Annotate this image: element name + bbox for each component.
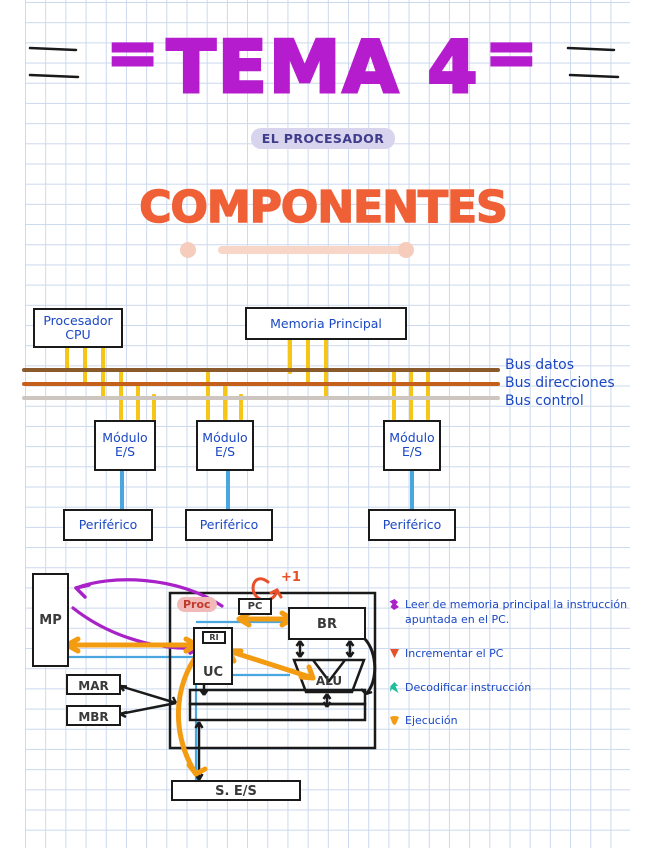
divider-bar (218, 246, 408, 254)
block-periferico-2[interactable]: Periférico (185, 509, 273, 541)
block-modulo-es-1[interactable]: Módulo E/S (94, 420, 156, 471)
bus-stub (288, 338, 292, 374)
legend-marker-icon (390, 716, 399, 725)
block-br[interactable]: BR (288, 607, 366, 640)
peripheral-cable (410, 470, 414, 510)
section-title: COMPONENTES (138, 181, 508, 234)
legend-item-execute: Ejecución (389, 714, 637, 729)
block-mar[interactable]: MAR (66, 674, 121, 695)
bus-stub (119, 368, 123, 420)
title-text: TEMA 4 (165, 25, 480, 109)
legend-text: Incrementar el PC (405, 647, 504, 660)
block-label: RI (209, 633, 219, 642)
peripheral-cable (226, 470, 230, 510)
divider-dot-left (180, 242, 196, 258)
increment-annotation: +1 (281, 570, 301, 585)
bus-stub (206, 368, 210, 420)
block-label: Módulo E/S (389, 430, 435, 460)
block-label: PC (247, 601, 263, 612)
block-label: Procesador CPU (43, 313, 113, 343)
block-label: Módulo E/S (202, 430, 248, 460)
block-label: UC (202, 665, 224, 680)
block-label: Periférico (78, 517, 138, 532)
legend-marker-icon (390, 682, 399, 693)
bus-line-datos (22, 368, 500, 372)
bus-stub (426, 368, 430, 420)
peripheral-cable (120, 470, 124, 510)
block-procesador-cpu[interactable]: Procesador CPU (33, 308, 123, 348)
bus-stub (83, 340, 87, 384)
block-label: Memoria Principal (270, 316, 382, 331)
block-ri[interactable]: RI (202, 631, 226, 644)
block-label: BR (317, 617, 337, 632)
legend-text: Leer de memoria principal la instrucción… (405, 598, 628, 626)
block-memoria-principal[interactable]: Memoria Principal (245, 307, 407, 340)
block-label: MP (39, 613, 62, 628)
bus-stub (239, 394, 243, 420)
bus-stub (65, 340, 69, 372)
legend-text: Decodificar instrucción (405, 681, 532, 694)
block-label: Periférico (199, 517, 259, 532)
legend-text: Ejecución (405, 714, 458, 727)
bus-stub (152, 394, 156, 420)
bus-stub (306, 338, 310, 386)
legend-item-increment: Incrementar el PC (389, 647, 637, 662)
bus-label-control: Bus control (505, 393, 584, 409)
block-pc[interactable]: PC (238, 598, 272, 615)
block-ses[interactable]: S. E/S (171, 780, 301, 801)
bus-label-datos: Bus datos (505, 357, 575, 373)
bus-stub (392, 368, 396, 420)
legend-item-fetch: Leer de memoria principal la instrucción… (389, 598, 637, 628)
bus-line-direcciones (22, 382, 500, 386)
title-left-decoration: = (105, 16, 161, 89)
legend-marker-icon (389, 599, 399, 610)
block-modulo-es-3[interactable]: Módulo E/S (383, 420, 441, 471)
legend-item-decode: Decodificar instrucción (389, 681, 637, 696)
block-label: S. E/S (215, 784, 257, 799)
block-label: Periférico (382, 517, 442, 532)
bus-stub (136, 382, 140, 420)
block-mp[interactable]: MP (32, 573, 69, 667)
block-periferico-1[interactable]: Periférico (63, 509, 153, 541)
page-title: =TEMA 4= (0, 16, 646, 105)
bus-stub (223, 382, 227, 420)
block-periferico-3[interactable]: Periférico (368, 509, 456, 541)
block-label: MBR (78, 710, 109, 724)
proc-tag: Proc (177, 597, 217, 612)
page-left-margin (0, 0, 25, 848)
bus-line-control (22, 396, 500, 400)
block-modulo-es-2[interactable]: Módulo E/S (196, 420, 254, 471)
subtitle-text: EL PROCESADOR (250, 128, 396, 149)
subtitle-badge: EL PROCESADOR (0, 128, 646, 149)
block-mbr[interactable]: MBR (66, 705, 121, 726)
bus-stub (409, 368, 413, 420)
block-label: MAR (78, 679, 109, 693)
block-label: Módulo E/S (102, 430, 148, 460)
section-divider (0, 240, 646, 264)
divider-dot-right (398, 242, 414, 258)
title-right-decoration: = (484, 16, 540, 89)
bus-label-direcciones: Bus direcciones (505, 375, 615, 391)
legend-marker-icon (390, 649, 399, 658)
block-alu-label: ALU (315, 674, 343, 688)
